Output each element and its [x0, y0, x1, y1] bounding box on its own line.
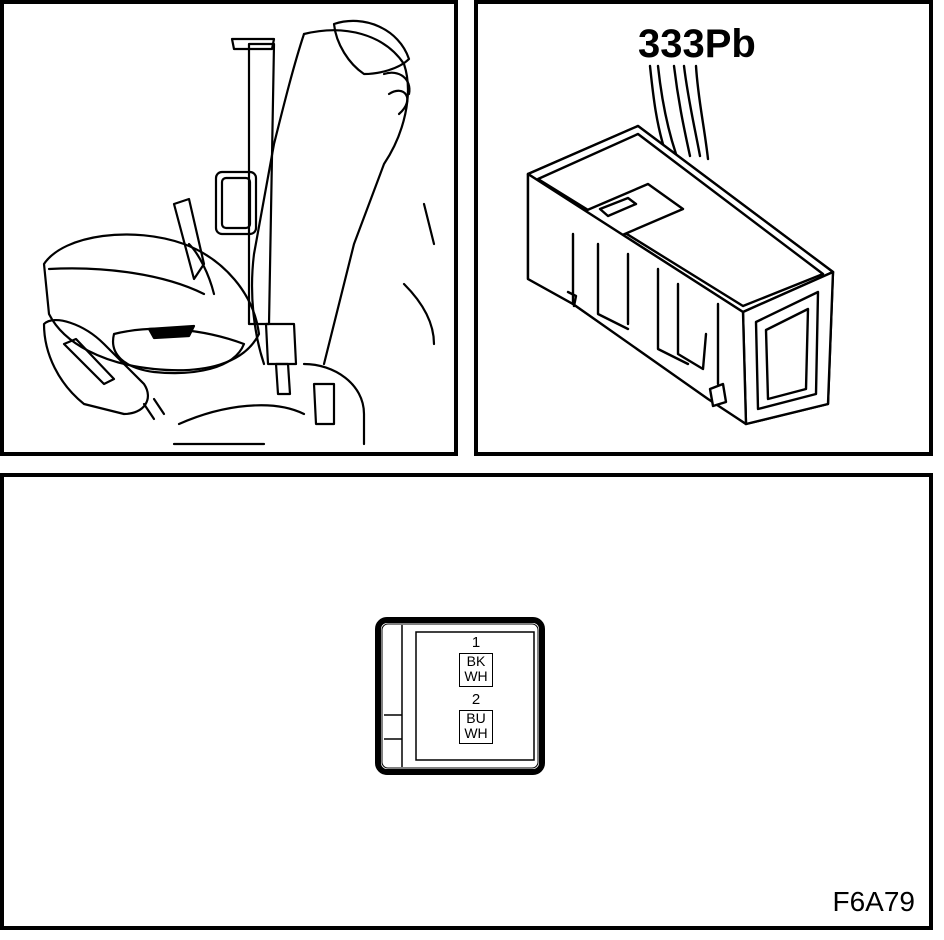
pinout-panel: 1 BK WH 2 BU WH F6A79 — [0, 473, 933, 930]
connector-illustration-icon — [526, 64, 835, 426]
pin-1-color-2: WH — [464, 668, 488, 684]
seat-belt-seat-illustration-icon — [42, 19, 436, 446]
pin-1-number: 1 — [471, 634, 481, 651]
pin-2-number: 2 — [471, 691, 481, 708]
pin-2-wire-colors: BU WH — [459, 710, 493, 744]
pin-1-wire-colors: BK WH — [459, 653, 493, 687]
pin-1-color-1: BK — [466, 653, 486, 669]
connector-label: 333Pb — [638, 22, 756, 66]
seat-illustration-panel — [0, 0, 458, 456]
pinout-connector-face-icon — [375, 617, 545, 775]
connector-illustration-panel: 333Pb — [474, 0, 933, 456]
pin-2-color-1: BU — [466, 710, 486, 726]
figure-code: F6A79 — [832, 886, 916, 917]
pin-2-color-2: WH — [464, 725, 488, 741]
